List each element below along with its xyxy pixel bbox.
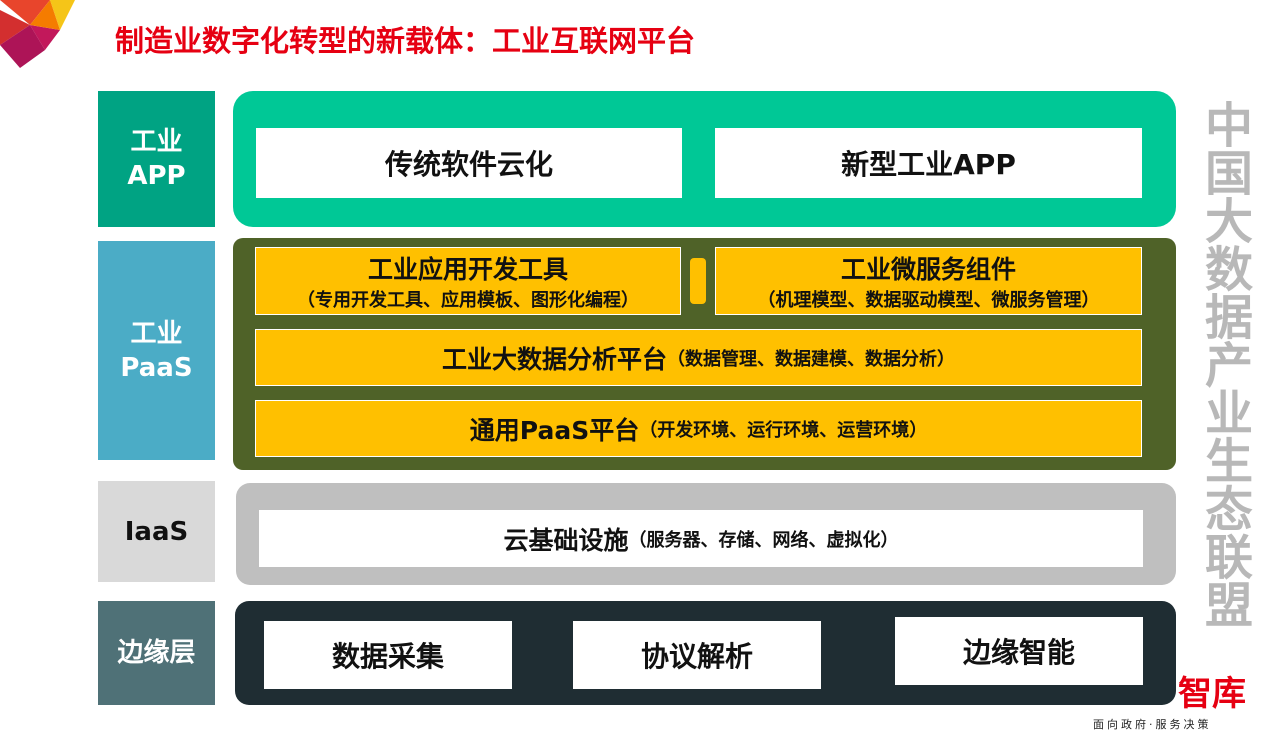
- general-paas-desc: （开发环境、运行环境、运营环境）: [639, 419, 928, 441]
- cloud-infra-box: 云基础设施（服务器、存储、网络、虚拟化）: [259, 510, 1143, 567]
- general-paas-box: 通用PaaS平台（开发环境、运行环境、运营环境）: [255, 400, 1142, 457]
- bigdata-desc: （数据管理、数据建模、数据分析）: [667, 348, 955, 370]
- layer-label-edge: 边缘层: [98, 601, 215, 705]
- bigdata-title: 工业大数据分析平台: [441, 344, 667, 374]
- edge-item: 边缘智能: [895, 617, 1143, 685]
- watermark: 中国大数据产业生态联盟: [1196, 100, 1252, 628]
- general-paas-title: 通用PaaS平台: [469, 415, 640, 445]
- app-item: 新型工业APP: [715, 128, 1142, 198]
- decorative-polygon-logo: [0, 0, 75, 68]
- layer-label-iaas: IaaS: [98, 481, 215, 582]
- edge-item: 协议解析: [573, 621, 821, 689]
- logo-slogan: 面向政府·服务决策: [1093, 718, 1212, 731]
- cloud-infra-desc: （服务器、存储、网络、虚拟化）: [628, 529, 899, 551]
- page-title: 制造业数字化转型的新载体：工业互联网平台: [115, 24, 696, 58]
- microservice-desc: （机理模型、数据驱动模型、微服务管理）: [757, 290, 1100, 311]
- bigdata-box: 工业大数据分析平台（数据管理、数据建模、数据分析）: [255, 329, 1142, 386]
- logo-name: 智库: [1178, 674, 1246, 714]
- microservice-title: 工业微服务组件: [840, 255, 1016, 284]
- cloud-infra-title: 云基础设施: [503, 525, 629, 555]
- layer-label-paas: 工业 PaaS: [98, 241, 215, 460]
- dev-tools-title: 工业应用开发工具: [367, 255, 568, 284]
- connector: [690, 258, 706, 304]
- layer-label-app: 工业 APP: [98, 91, 215, 227]
- dev-tools-box: 工业应用开发工具 （专用开发工具、应用模板、图形化编程）: [255, 247, 681, 315]
- dev-tools-desc: （专用开发工具、应用模板、图形化编程）: [297, 290, 639, 311]
- app-item: 传统软件云化: [256, 128, 682, 198]
- edge-item: 数据采集: [264, 621, 512, 689]
- microservice-box: 工业微服务组件 （机理模型、数据驱动模型、微服务管理）: [715, 247, 1142, 315]
